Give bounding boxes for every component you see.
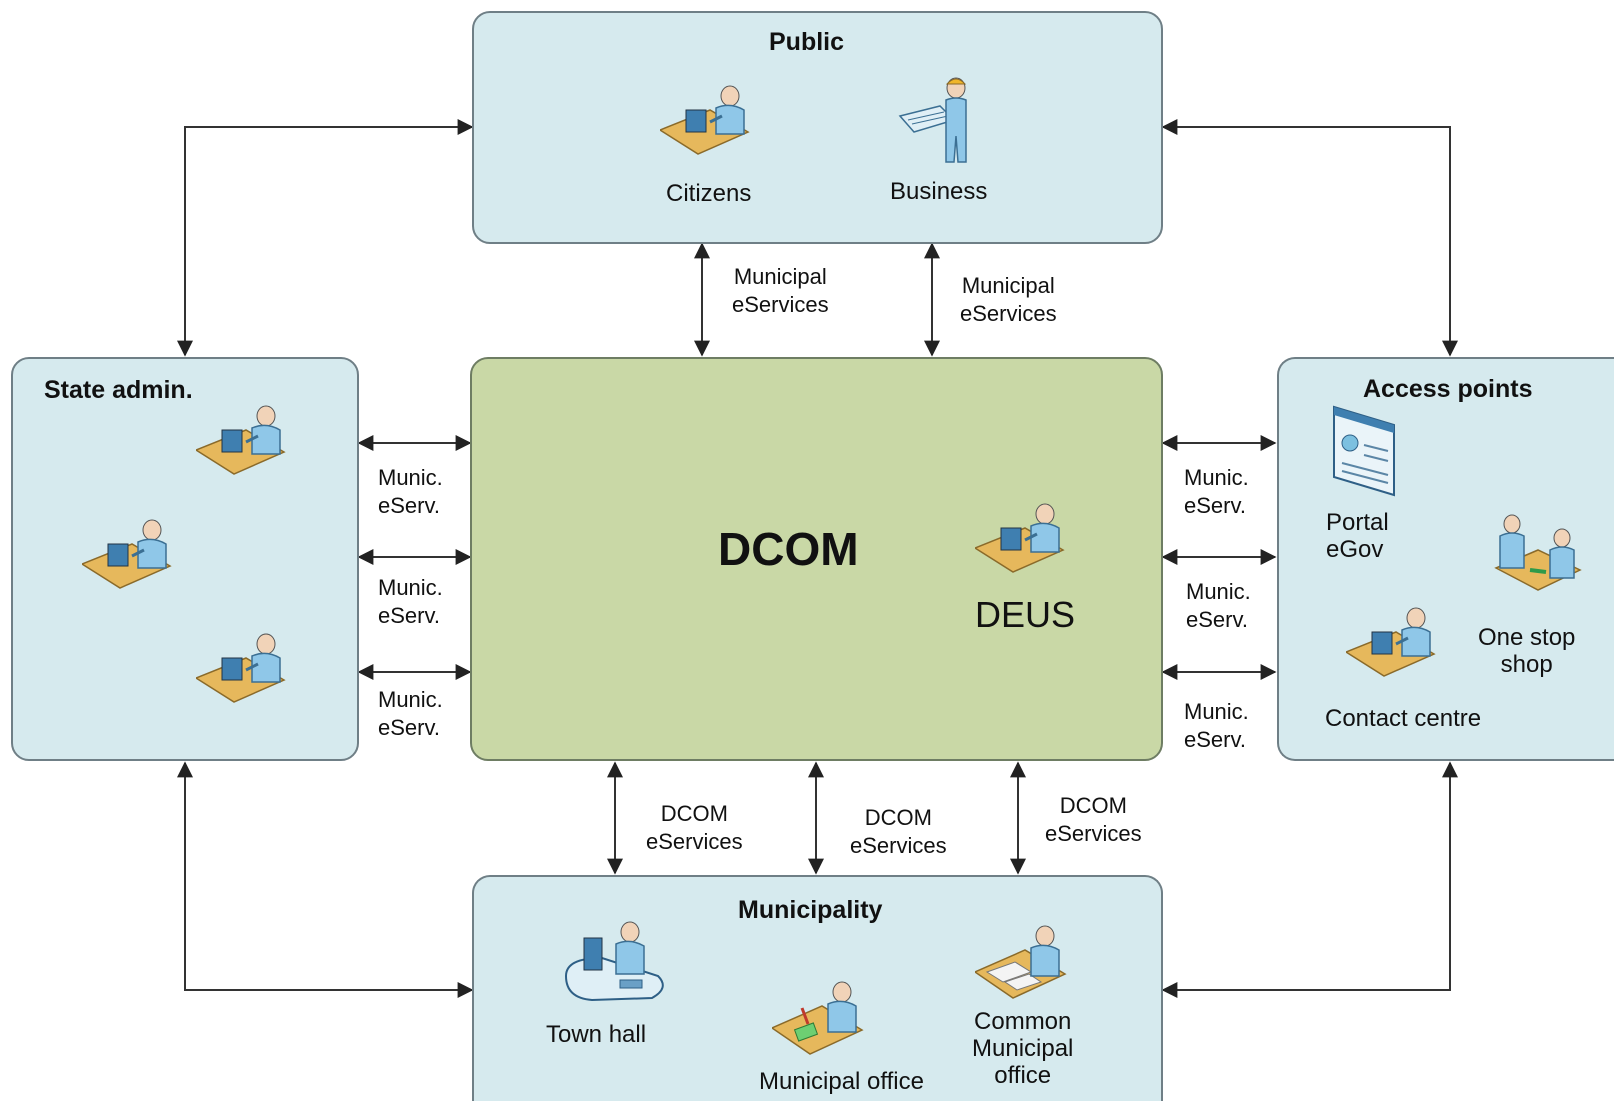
public-box — [472, 11, 1163, 244]
contact-centre-label: Contact centre — [1325, 705, 1482, 732]
dcom-title: DCOM — [718, 523, 859, 575]
town-hall-icon — [564, 921, 664, 1002]
common-municipal-office-label: Common Municipal office — [972, 1008, 1074, 1089]
arrow-state-public — [177, 119, 474, 357]
access-points-title: Access points — [1363, 375, 1533, 403]
citizens-icon — [660, 84, 750, 156]
arrow-state-municipality — [177, 761, 474, 998]
edge-label-left-3: Munic. eServ. — [378, 687, 443, 740]
town-hall-label: Town hall — [546, 1021, 647, 1048]
deus-label: DEUS — [975, 594, 1076, 635]
edge-label-right-2: Munic. eServ. — [1186, 579, 1251, 632]
arrow-access-public — [1161, 119, 1458, 357]
edge-label-left-2: Munic. eServ. — [378, 575, 443, 628]
state-admin-title: State admin. — [44, 376, 193, 404]
one-stop-shop-icon — [1494, 514, 1582, 591]
edge-label-public-left: Municipal eServices — [732, 264, 829, 317]
contact-centre-icon — [1346, 606, 1436, 678]
state-admin-person-1-icon — [196, 404, 286, 476]
arrow-access-municipality — [1161, 761, 1458, 998]
municipal-office-icon — [772, 981, 864, 1055]
state-admin-person-2-icon — [82, 518, 172, 590]
common-municipal-office-icon — [975, 925, 1067, 999]
public-title: Public — [769, 28, 845, 56]
dcom-box — [470, 357, 1163, 761]
citizens-label: Citizens — [666, 180, 752, 207]
municipal-office-label: Municipal office — [759, 1068, 924, 1095]
edge-label-bottom-1: DCOM eServices — [646, 801, 743, 854]
edge-label-right-3: Munic. eServ. — [1184, 699, 1249, 752]
edge-label-right-1: Munic. eServ. — [1184, 465, 1249, 518]
business-icon — [898, 77, 967, 163]
business-label: Business — [890, 178, 988, 205]
state-admin-box — [11, 357, 359, 761]
deus-icon — [975, 502, 1065, 574]
portal-egov-label: Portal eGov — [1326, 509, 1389, 563]
one-stop-shop-label: One stop shop — [1478, 624, 1576, 678]
portal-egov-icon — [1333, 405, 1395, 497]
edge-label-bottom-2: DCOM eServices — [850, 805, 947, 858]
state-admin-person-3-icon — [196, 632, 286, 704]
edge-label-left-1: Munic. eServ. — [378, 465, 443, 518]
edge-label-public-right: Municipal eServices — [960, 273, 1057, 326]
municipality-title: Municipality — [738, 896, 883, 924]
edge-label-bottom-3: DCOM eServices — [1045, 793, 1142, 846]
